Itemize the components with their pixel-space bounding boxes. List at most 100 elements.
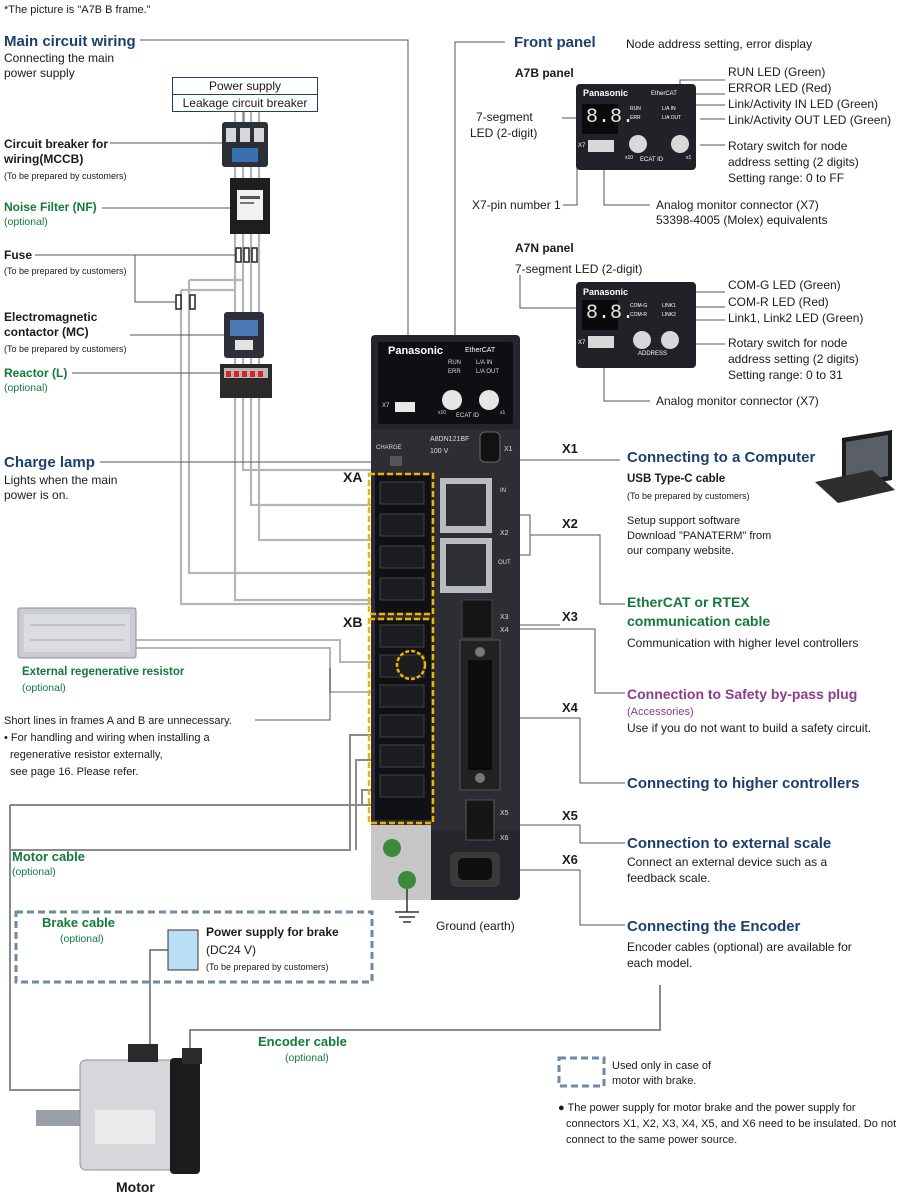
x1-label: X1 (562, 441, 578, 456)
brake-cable-line (149, 949, 168, 1060)
a7b-digits: 8.8. (586, 106, 635, 129)
a7n-seg: 7-segment LED (2-digit) (515, 262, 643, 276)
short-lines-3: regenerative resistor externally, (10, 749, 163, 761)
short-lines-2: • For handling and wiring when installin… (4, 732, 210, 744)
a7b-panel-graphic (576, 84, 696, 170)
ethercat-desc: Communication with higher level controll… (627, 636, 859, 650)
a7b-led-run: RUN LED (Green) (728, 65, 826, 79)
encoder-cable-title: Encoder cable (258, 1034, 347, 1049)
contactor-device (224, 312, 264, 358)
motor-label: Motor (116, 1179, 155, 1195)
a7n-rotary-2: address setting (2 digits) (728, 352, 859, 366)
encoder-title: Connecting the Encoder (627, 918, 801, 935)
a7n-panel-graphic (576, 282, 696, 368)
legend-dashed-box (557, 1056, 606, 1088)
motor-device (36, 1044, 202, 1174)
charge-lamp-title: Charge lamp (4, 454, 95, 471)
a7n-brand: Panasonic (583, 287, 629, 297)
short-lines-1: Short lines in frames A and B are unnece… (4, 715, 232, 727)
a7n-led-label-link2: LINK2 (662, 312, 676, 318)
fuse-devices (175, 247, 258, 310)
a7n-address: ADDRESS (638, 351, 668, 357)
x3-label: X3 (562, 609, 578, 624)
encoder-desc-1: Encoder cables (optional) are available … (627, 940, 852, 954)
a7b-x10: x10 (625, 155, 634, 161)
drive-model: A8DN121BF (430, 436, 470, 443)
noise-filter-device (230, 178, 270, 234)
leakage-breaker-box: Leakage circuit breaker (172, 94, 318, 112)
drive-x4-port: X4 (500, 627, 509, 634)
drive-port-out: OUT (498, 560, 511, 566)
main-circuit-title: Main circuit wiring (4, 33, 136, 50)
bottom-note-2: connectors X1, X2, X3, X4, X5, and X6 ne… (566, 1118, 897, 1130)
computer-note: (To be prepared by customers) (627, 491, 750, 501)
x6-label: X6 (562, 852, 578, 867)
a7b-seg-2: LED (2-digit) (470, 126, 538, 140)
a7b-seg-1: 7-segment (476, 110, 533, 124)
xb-label: XB (343, 614, 363, 630)
noise-filter-note: (optional) (4, 216, 48, 228)
safety-note: (Accessories) (627, 706, 694, 718)
drive-led-err: ERR (448, 369, 461, 375)
brake-power-note: (To be prepared by customers) (206, 962, 329, 972)
charge-lamp-desc-2: power is on. (4, 488, 69, 502)
a7b-led-la-out: Link/Activity OUT LED (Green) (728, 113, 892, 127)
a7n-led-label-comr: COM-R (630, 312, 647, 318)
brake-dashed-box (14, 910, 374, 984)
mccb-title-2: wiring(MCCB) (4, 152, 84, 166)
legend-line-1: Used only in case of (612, 1060, 712, 1072)
a7n-x7: X7 (578, 340, 586, 346)
a7n-rotary-3: Setting range: 0 to 31 (728, 368, 843, 382)
drive-x3-port: X3 (500, 614, 509, 621)
ethercat-title-1: EtherCAT or RTEX (627, 594, 750, 610)
drive-port-in: IN (500, 488, 506, 494)
a7b-x7: X7 (578, 143, 586, 149)
drive-ecat: ECAT ID (456, 413, 480, 419)
brake-cable-note: (optional) (60, 933, 104, 945)
ext-regen-note: (optional) (22, 682, 66, 694)
a7n-panel-title: A7N panel (515, 241, 574, 255)
drive-x2-port: X2 (500, 530, 509, 537)
a7b-x1: x1 (686, 155, 692, 161)
main-power-wires (179, 110, 375, 606)
higher-title: Connecting to higher controllers (627, 775, 860, 792)
safety-title: Connection to Safety by-pass plug (627, 686, 858, 702)
main-circuit-desc-2: power supply (4, 66, 75, 80)
a7b-net: EtherCAT (651, 91, 677, 97)
a7n-digits: 8.8. (586, 302, 635, 325)
main-circuit-desc-1: Connecting the main (4, 51, 115, 65)
a7n-rotary-1: Rotary switch for node (728, 336, 848, 350)
noise-filter-title: Noise Filter (NF) (4, 200, 97, 214)
a7b-pin: X7-pin number 1 (472, 198, 561, 212)
mccb-device (222, 122, 268, 167)
ext-scale-desc-2: feedback scale. (627, 871, 711, 885)
reactor-title: Reactor (L) (4, 366, 68, 380)
mc-title-2: contactor (MC) (4, 325, 89, 339)
brake-power-title: Power supply for brake (206, 925, 339, 939)
drive-led-run: RUN (448, 360, 461, 366)
xa-label: XA (343, 469, 363, 485)
xb-frame (367, 617, 435, 825)
encoder-desc-2: each model. (627, 956, 693, 970)
a7n-analog: Analog monitor connector (X7) (656, 394, 819, 408)
front-panel-title: Front panel (514, 34, 596, 51)
drive-net: EtherCAT (465, 347, 496, 354)
a7b-brand: Panasonic (583, 88, 629, 98)
servo-drive (371, 335, 520, 900)
a7b-led-la-in: Link/Activity IN LED (Green) (728, 97, 879, 111)
a7b-rotary-3: Setting range: 0 to FF (728, 171, 845, 185)
a7b-led-label-run: RUN (630, 106, 641, 112)
a7n-led-link: Link1, Link2 LED (Green) (728, 311, 864, 325)
drive-x7: X7 (382, 403, 390, 409)
motor-cable-note: (optional) (12, 866, 56, 878)
a7b-rotary-1: Rotary switch for node (728, 139, 848, 153)
ext-regen-title: External regenerative resistor (22, 666, 185, 678)
fuse-note: (To be prepared by customers) (4, 266, 127, 276)
drive-x1: x1 (500, 410, 506, 416)
ext-scale-title: Connection to external scale (627, 835, 832, 852)
ground-label: Ground (earth) (436, 919, 515, 933)
safety-desc: Use if you do not want to build a safety… (627, 721, 872, 735)
bottom-note-1: ● The power supply for motor brake and t… (558, 1102, 856, 1114)
mc-title-1: Electromagnetic (4, 310, 98, 324)
